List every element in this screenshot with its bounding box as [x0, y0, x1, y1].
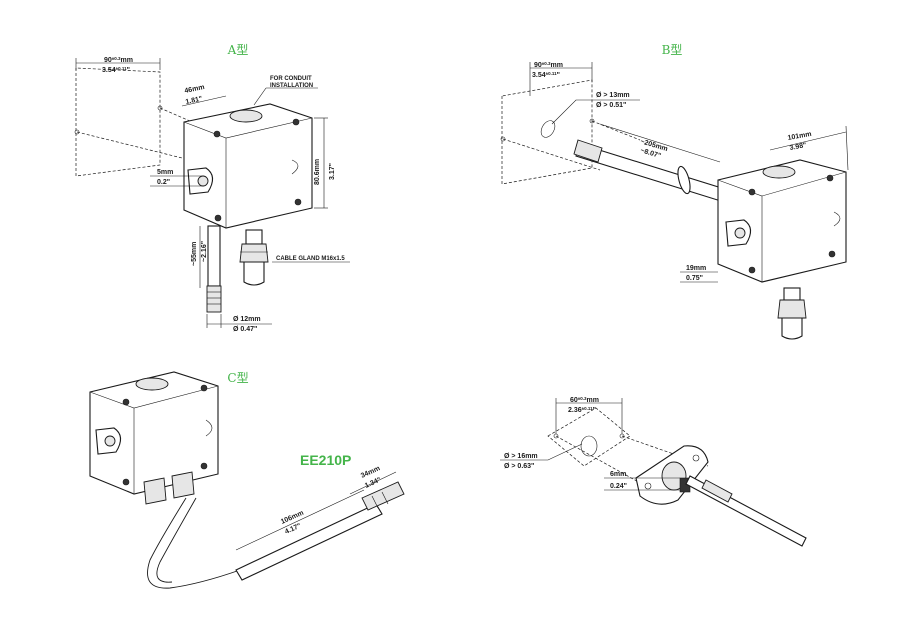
hole-mm-label: Ø > 16mm [504, 453, 538, 460]
width-in-label: 3.54±0.11" [102, 66, 130, 74]
probe-stem [207, 225, 221, 287]
cable-gland-label: CABLE GLAND M16x1.5 [276, 256, 345, 262]
screw-icon [826, 174, 834, 182]
panel-b-title: B型 [662, 43, 683, 57]
panel-a: A型 90±0.3mm 3.54±0.11" FOR CONDUIT INSTA… [74, 43, 350, 333]
conduit-port [762, 165, 796, 179]
conduit-port [135, 377, 169, 391]
screw-icon [200, 462, 208, 470]
depth-mm-label: 46mm [184, 84, 205, 95]
body-width-in-label: 3.98" [789, 142, 807, 152]
width-mm-label: 60±0.3mm [570, 396, 599, 404]
cable-gland-body [777, 299, 807, 319]
mounting-template-outline [547, 407, 631, 467]
wall-plate-outline [501, 79, 593, 185]
screw-icon [214, 214, 222, 222]
probe-length-mm-label: ~55mm [191, 242, 198, 266]
clamp-in-label: 0.24" [610, 483, 627, 490]
screw-icon [213, 130, 221, 138]
mount-hole [589, 118, 595, 124]
hole-in-label: Ø > 0.51" [596, 102, 626, 109]
depth-in-label: 1.81" [185, 96, 203, 106]
probe-filter-cap [206, 285, 222, 313]
housing-body [89, 371, 219, 495]
probe-length-in-label: ~2.16" [201, 241, 208, 262]
height-mm-label: 80.6mm [314, 159, 321, 185]
probe-filter-cap [573, 139, 603, 163]
body-width-mm-label: 101mm [787, 131, 812, 142]
conduit-note: FOR CONDUIT [270, 76, 312, 82]
clamp-mm-label: 6mm [610, 471, 626, 478]
width-in-label: 3.54±0.11" [532, 71, 560, 79]
conduit-port [229, 109, 263, 123]
remote-probe-stem [235, 503, 383, 581]
panel-b: B型 90±0.3mm 3.54±0.11" Ø > 13mm Ø > 0.51… [500, 43, 849, 340]
cable-gland-body [171, 471, 195, 499]
width-mm-label: 90±0.3mm [534, 61, 563, 69]
width-mm-label: 90±0.3mm [104, 56, 133, 64]
screw-icon [200, 384, 208, 392]
mount-hole [157, 105, 163, 111]
cable-gland-body [239, 243, 269, 263]
screw-icon [748, 188, 756, 196]
hole-in-label: Ø > 0.63" [504, 463, 534, 470]
probe-diameter-in-label: Ø 0.47" [233, 326, 257, 333]
height-in-label: 3.17" [329, 163, 336, 180]
width-in-label: 2.36±0.11" [568, 406, 596, 414]
cable-length-in-label: 4.17" [284, 523, 302, 536]
probe-filter-cap [701, 479, 733, 503]
flange-in-label: 0.75" [686, 275, 703, 282]
cable-gland-cap [781, 317, 803, 340]
cable-gland-body [143, 477, 167, 505]
probe-hole [580, 435, 598, 457]
screw-icon [748, 266, 756, 274]
screw-icon [122, 478, 130, 486]
screw-icon [292, 118, 300, 126]
probe-filter-cap [361, 481, 405, 511]
model-name: EE210P [300, 452, 351, 468]
screw-icon [294, 198, 302, 206]
cable-gland-cap [243, 261, 265, 286]
hole-mm-label: Ø > 13mm [596, 92, 630, 99]
mount-hole [74, 129, 80, 135]
tip-length-in-label: 1.34" [364, 477, 382, 490]
screw-icon [122, 398, 130, 406]
screw-icon [828, 250, 836, 258]
mount-hole [500, 136, 506, 142]
mounting-flange [677, 165, 691, 195]
projection-line [591, 120, 641, 141]
cable-gland-nut [245, 229, 263, 245]
probe-cable [147, 497, 361, 589]
flange-mm-label: 19mm [686, 265, 706, 272]
panel-d: 60±0.3mm 2.36±0.11" Ø > 16mm Ø > 0.63" 6… [500, 396, 807, 547]
probe-diameter-mm-label: Ø 12mm [233, 316, 261, 323]
conduit-note: INSTALLATION [270, 83, 313, 89]
panel-a-title: A型 [227, 43, 249, 57]
projection-line [76, 131, 183, 159]
panel-c: C型 EE210P 106mm 4.17" 34mm 1.34" [89, 371, 405, 589]
offset-mm-label: 5mm [157, 169, 173, 176]
wall-plate-outline [75, 67, 161, 177]
projection-line [502, 138, 601, 171]
probe-hole [540, 120, 556, 138]
panel-c-title: C型 [227, 371, 248, 385]
cable-gland-nut [783, 287, 801, 301]
offset-in-label: 0.2" [157, 179, 170, 186]
